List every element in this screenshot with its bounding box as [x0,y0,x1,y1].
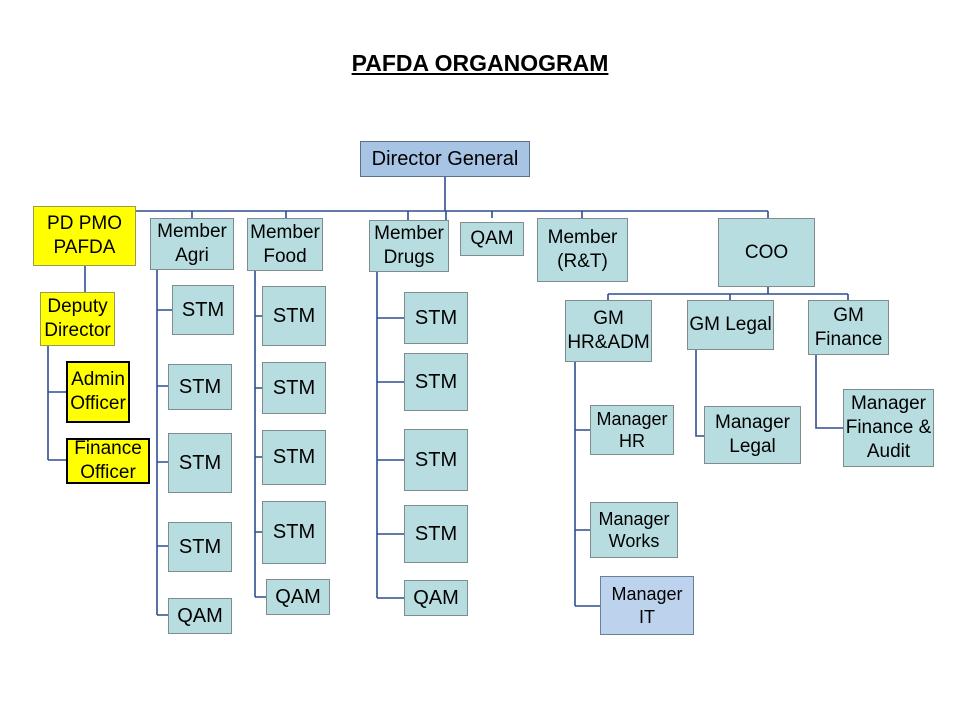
gm-legal-box: GM Legal [687,300,774,350]
manager-it-box: Manager IT [600,576,694,635]
member-rt-box: Member (R&T) [537,218,628,282]
drugs-unit-4: STM [404,505,468,563]
food-unit-2: STM [262,362,326,414]
drugs-unit-1: STM [404,292,468,344]
pd-pmo-box: PD PMO PAFDA [33,206,136,266]
director-general-box: Director General [360,141,530,177]
page-title: PAFDA ORGANOGRAM [351,50,609,76]
gm-hr-adm-box: GM HR&ADM [565,300,652,362]
coo-box: COO [718,218,815,287]
agri-unit-4: STM [168,522,232,572]
manager-legal-box: Manager Legal [704,406,801,464]
manager-works-box: Manager Works [590,502,678,558]
member-food-box: Member Food [247,218,323,271]
agri-unit-5: QAM [168,598,232,634]
food-unit-1: STM [262,286,326,346]
member-agri-box: Member Agri [150,218,234,270]
drugs-unit-3: STM [404,429,468,491]
finance-officer-box: Finance Officer [66,438,150,484]
food-unit-4: STM [262,501,326,564]
gm-finance-box: GM Finance [808,300,889,355]
agri-unit-3: STM [168,433,232,493]
manager-finance-audit-box: Manager Finance & Audit [843,389,934,467]
drugs-unit-2: STM [404,353,468,411]
qam-top-box: QAM [460,222,524,256]
drugs-unit-5: QAM [404,580,468,616]
food-unit-3: STM [262,430,326,485]
deputy-director-box: Deputy Director [40,292,115,346]
admin-officer-box: Admin Officer [66,361,130,423]
manager-hr-box: Manager HR [590,405,674,455]
agri-unit-2: STM [168,364,232,410]
member-drugs-box: Member Drugs [369,220,449,272]
agri-unit-1: STM [172,285,234,335]
food-unit-5: QAM [266,579,330,615]
